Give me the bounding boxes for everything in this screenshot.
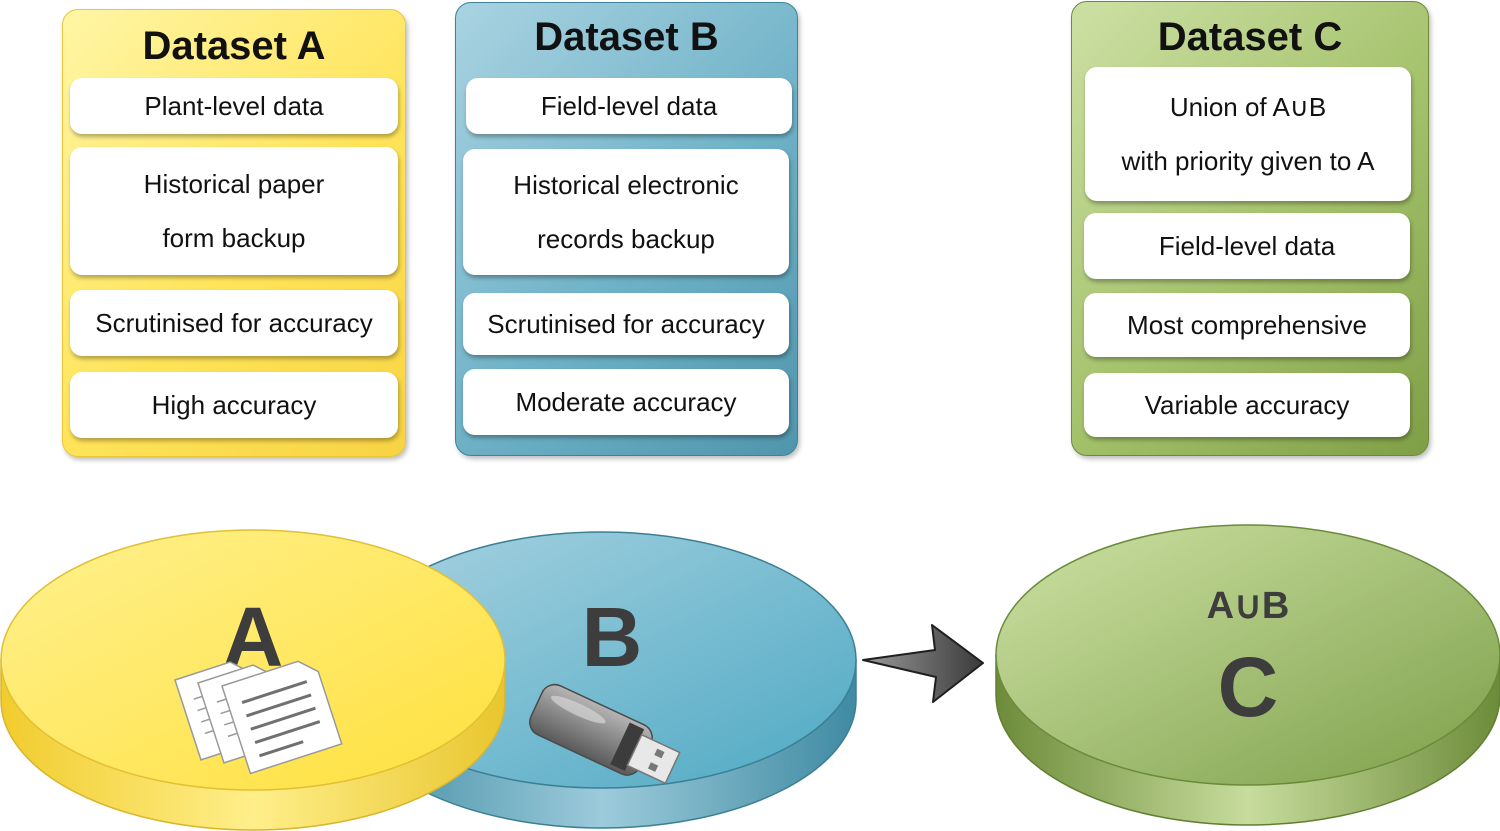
- dataset-b-item: Historical electronic records backup: [463, 149, 789, 275]
- dataset-b-item: Field-level data: [466, 78, 792, 134]
- dataset-c-item: Field-level data: [1084, 213, 1410, 279]
- dataset-a-item: Scrutinised for accuracy: [70, 290, 398, 356]
- dataset-a-item: Historical paper form backup: [70, 147, 398, 275]
- paper-documents-icon: [174, 660, 343, 775]
- dataset-c-item: Most comprehensive: [1084, 293, 1410, 357]
- dataset-c-title: Dataset C: [1157, 15, 1343, 59]
- dataset-a-item: High accuracy: [70, 372, 398, 438]
- dataset-c-item: Union of A∪B with priority given to A: [1085, 67, 1411, 201]
- dataset-b-panel: Dataset B Field-level data Historical el…: [455, 2, 798, 456]
- dataset-b-item: Scrutinised for accuracy: [463, 293, 789, 355]
- dataset-a-title: Dataset A: [142, 24, 326, 68]
- disk-c: [995, 524, 1500, 826]
- dataset-a-panel: Dataset A Plant-level data Historical pa…: [62, 9, 406, 457]
- right-arrow-icon: [862, 624, 984, 703]
- dataset-c-item: Variable accuracy: [1084, 373, 1410, 437]
- disk-b-label: B: [582, 590, 643, 684]
- dataset-a-item: Plant-level data: [70, 78, 398, 134]
- dataset-c-panel: Dataset C Union of A∪B with priority giv…: [1071, 1, 1429, 456]
- dataset-b-item: Moderate accuracy: [463, 369, 789, 435]
- usb-drive-icon: [529, 683, 681, 785]
- disk-c-label: C: [1218, 640, 1279, 734]
- dataset-b-title: Dataset B: [534, 15, 719, 59]
- disk-c-union-label: A∪B: [1207, 585, 1290, 627]
